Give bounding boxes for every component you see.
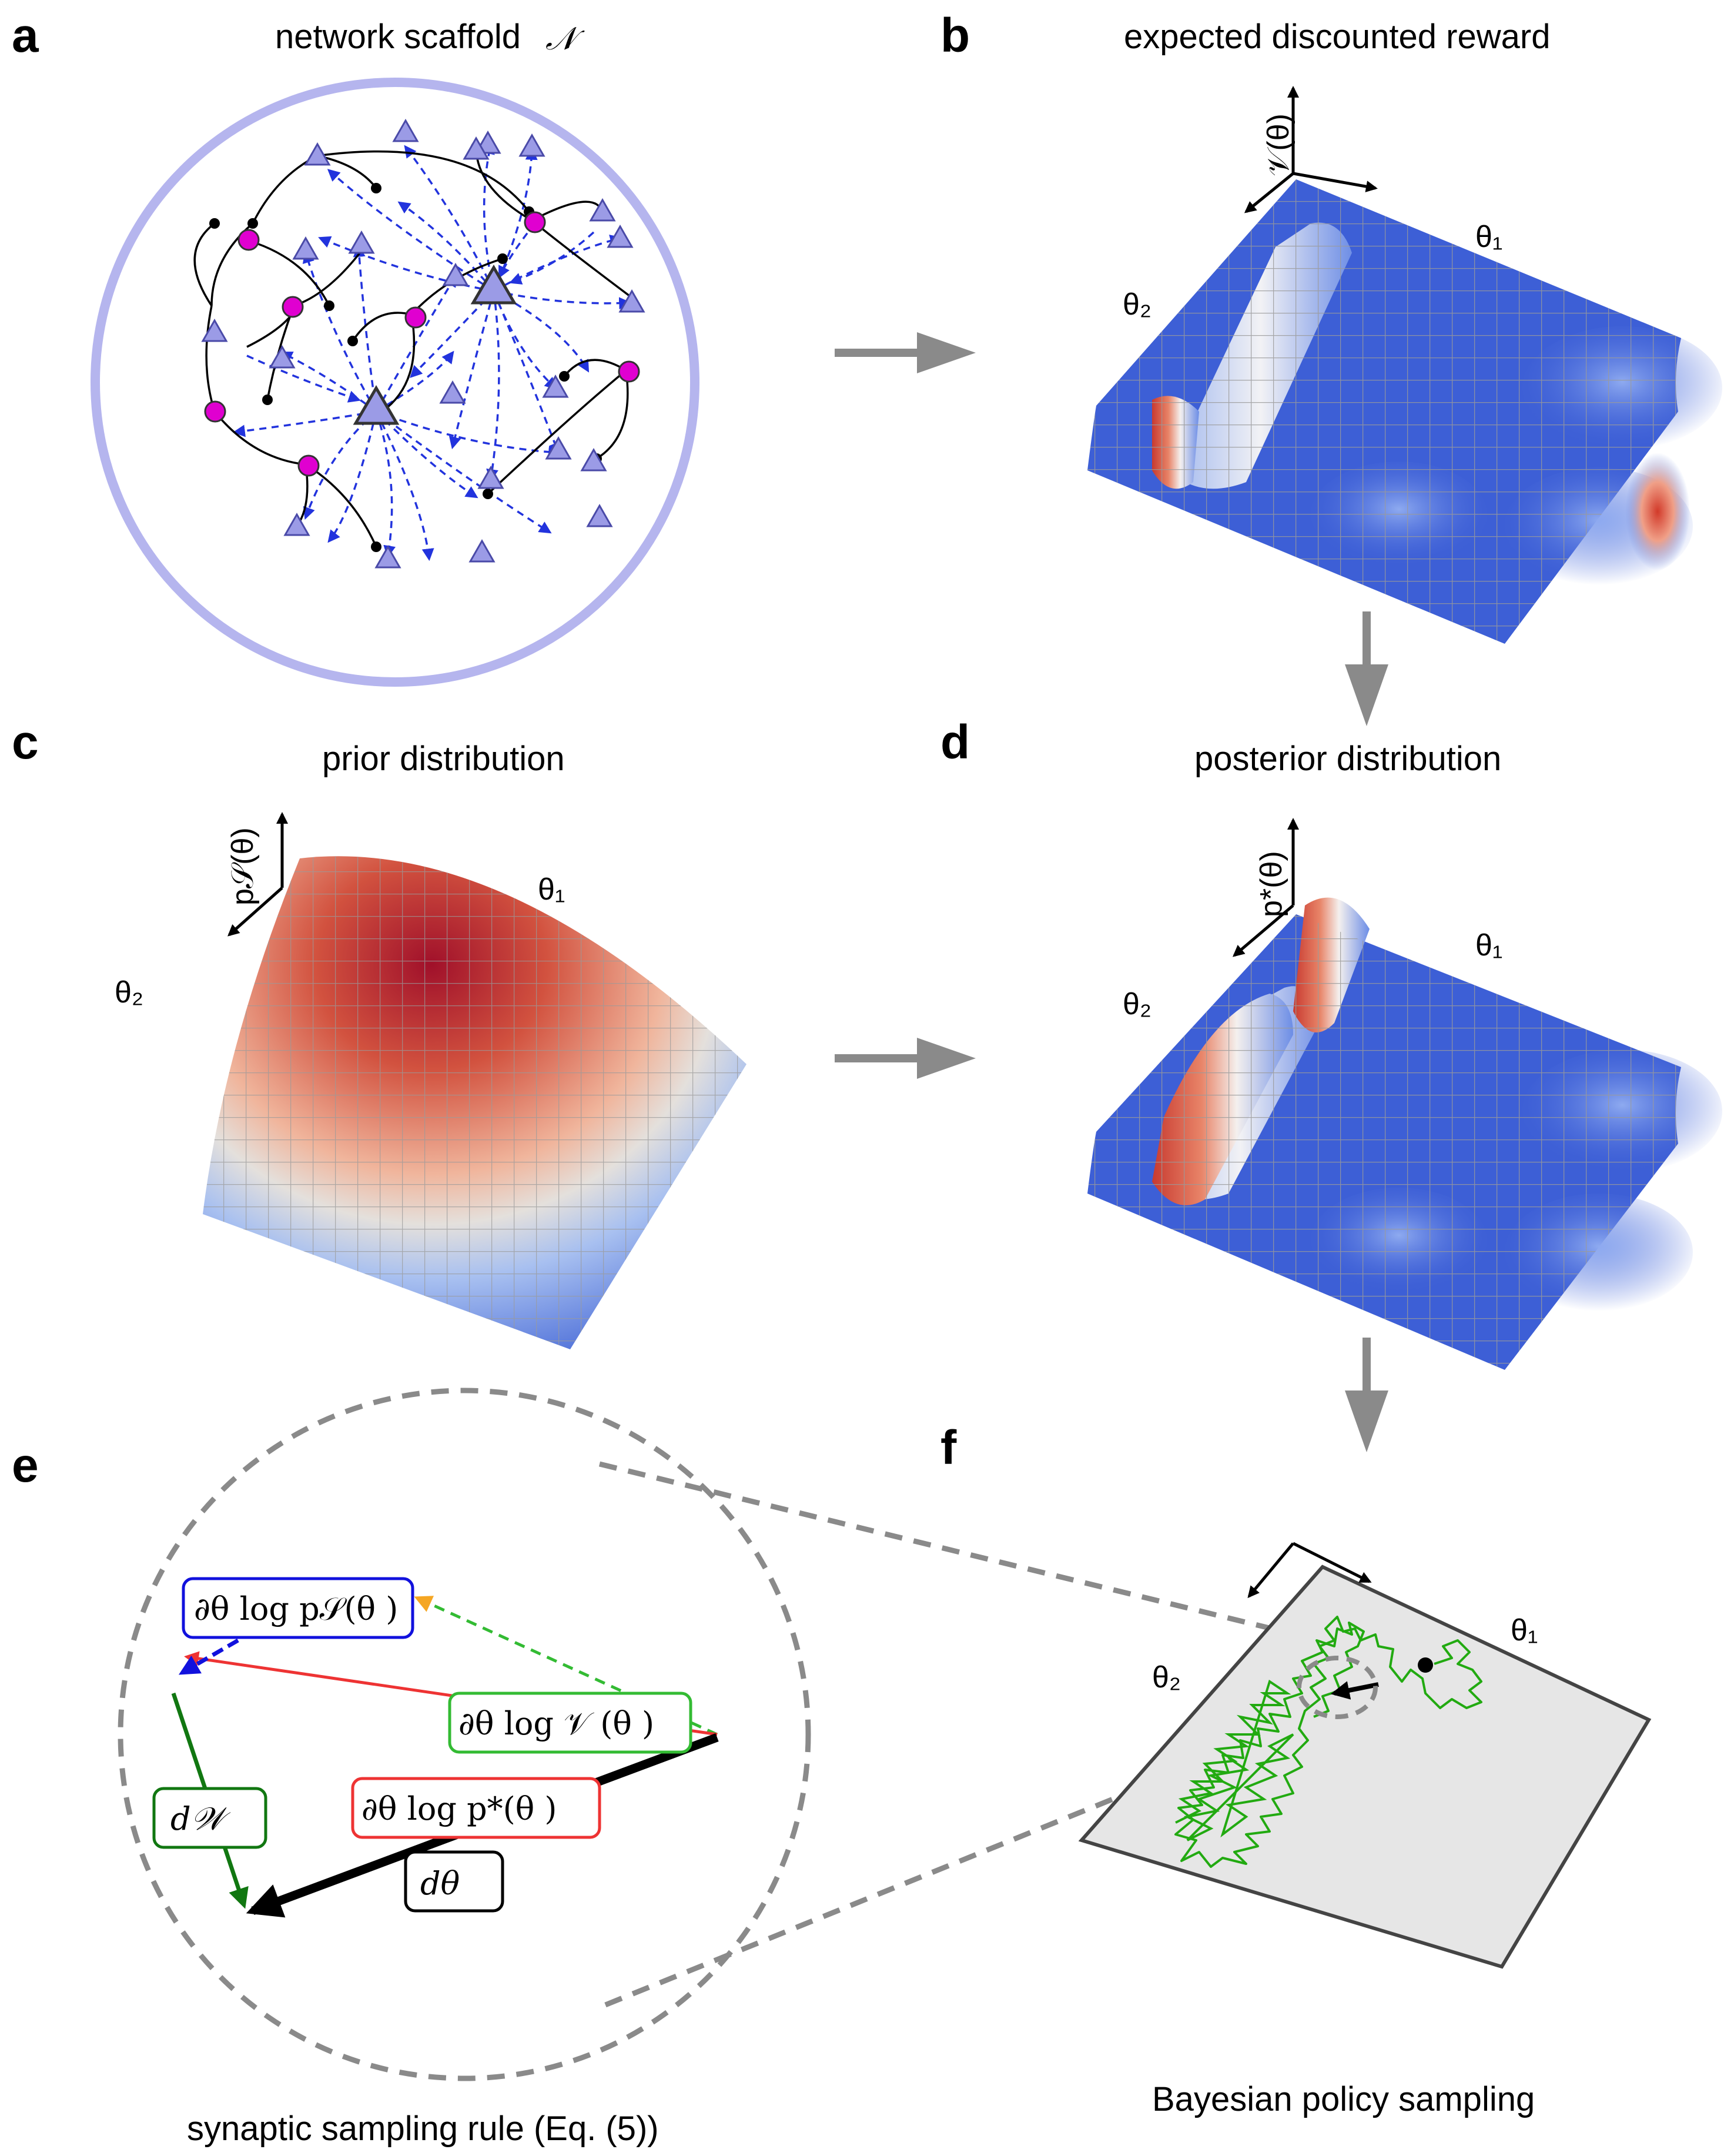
zoom-focus-ellipse: [1297, 1656, 1378, 1719]
zoom-circle: [118, 1388, 811, 2081]
reward-grad-label: ∂θ log 𝒱 (θ ): [458, 1705, 654, 1742]
post-grad-label: ∂θ log p*(θ ): [361, 1790, 557, 1827]
step-label: dθ: [420, 1865, 460, 1902]
scaffold-symbol: 𝒩: [545, 20, 585, 57]
current-sample-dot: [1418, 1657, 1433, 1673]
prior-grad-label: ∂θ log p𝒮(θ ): [194, 1590, 398, 1627]
panel-label-e: e: [12, 1439, 39, 1492]
sample-step-arrow: [1330, 1681, 1379, 1700]
zoom-line-bottom: [604, 1699, 1353, 2008]
reward-axis-theta2: θ₂: [1123, 288, 1151, 322]
prior-grad-box: [182, 1577, 414, 1639]
panel-label-d: d: [940, 716, 970, 769]
zoom-line-top: [598, 1461, 1309, 1640]
prior-gradient-vector: [178, 1638, 239, 1675]
reward-peak-right: [1625, 453, 1690, 570]
panel-a-title: network scaffold: [275, 18, 521, 56]
arrow-b-to-d: [1345, 611, 1388, 726]
prior-axis-theta2: θ₂: [115, 975, 143, 1010]
post-grad-box: [351, 1777, 601, 1839]
arrow-a-to-b: [835, 332, 976, 373]
sampling-cluster: [1175, 1679, 1294, 1841]
panel-label-c: c: [12, 716, 39, 769]
plane-axis-theta2: θ₂: [1152, 1660, 1181, 1694]
step-box: [404, 1850, 504, 1913]
prior-axis-theta1: θ₁: [538, 873, 565, 907]
hub-neuron-2: [353, 385, 400, 425]
arrow-d-to-f: [1345, 1338, 1388, 1452]
panel-d-title: posterior distribution: [1194, 740, 1501, 778]
prior-surface: p𝒮(θ) θ₁ θ₂: [115, 812, 746, 1349]
reward-surface: 𝒱(θ) θ₁ θ₂: [1087, 86, 1722, 644]
parameter-plane: [1078, 1565, 1652, 1969]
noise-box: [152, 1787, 267, 1849]
posterior-z-axis-label: p*(θ): [1254, 851, 1288, 917]
panel-b-title: expected discounted reward: [1124, 18, 1550, 56]
panel-label-a: a: [12, 9, 39, 62]
reward-grad-box: [448, 1692, 692, 1754]
excitatory-neurons: [201, 118, 645, 569]
inhibitory-neurons: [204, 211, 640, 477]
posterior-axis-theta1: θ₁: [1475, 928, 1502, 962]
policy-sampling-plane: θ₁ θ₂: [1078, 1542, 1652, 1969]
sampling-trajectory: [1174, 1616, 1482, 1868]
synapse-dots: [209, 142, 608, 552]
dashed-connections: [232, 141, 632, 561]
sampling-rule-diagram: ∂θ log p𝒮(θ ) ∂θ log 𝒱 (θ ) ∂θ log p*(θ …: [118, 1388, 1353, 2081]
panel-label-f: f: [940, 1421, 957, 1475]
network-scaffold: [91, 78, 699, 687]
hub-neuron-1: [470, 265, 517, 305]
prior-z-axis-label: p𝒮(θ): [226, 827, 260, 905]
posterior-surface: p*(θ) θ₁ θ₂: [1087, 818, 1722, 1370]
reward-axis-theta1: θ₁: [1475, 220, 1502, 254]
reward-z-axis-label: 𝒱(θ): [1261, 113, 1295, 176]
posterior-axis-theta2: θ₂: [1123, 987, 1151, 1021]
arrow-c-to-d: [835, 1038, 976, 1079]
panel-c-title: prior distribution: [322, 740, 565, 778]
panel-e-title: synaptic sampling rule (Eq. (5)): [187, 2110, 659, 2148]
panel-f-title: Bayesian policy sampling: [1152, 2080, 1535, 2118]
plane-axis-theta1: θ₁: [1511, 1613, 1538, 1647]
flow-arrows: [835, 332, 1388, 1452]
noise-label: d𝒲: [170, 1800, 231, 1837]
panel-label-b: b: [940, 9, 970, 62]
solid-connections: [193, 146, 636, 547]
scaffold-ring: [91, 78, 699, 687]
